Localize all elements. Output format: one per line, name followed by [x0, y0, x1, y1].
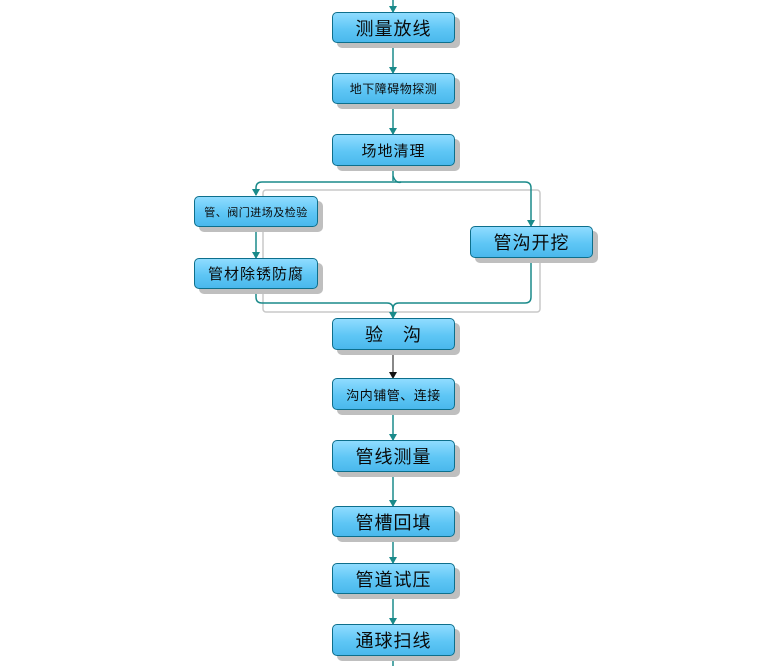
arrow-split-right [393, 181, 535, 227]
step-trench-excavation[interactable]: 管沟开挖 [470, 226, 593, 258]
step-trench-check-label: 验 沟 [365, 325, 422, 346]
step-survey[interactable]: 测量放线 [332, 12, 455, 43]
step-survey-label: 测量放线 [355, 18, 432, 40]
step-underground-detection[interactable]: 地下障碍物探测 [332, 73, 455, 104]
step-material-inspection-label: 管、阀门进场及检验 [204, 205, 308, 219]
step-site-clearing[interactable]: 场地清理 [332, 134, 455, 166]
step-line-measurement-label: 管线测量 [355, 447, 432, 468]
step-pipe-laying-label: 沟内铺管、连接 [346, 388, 441, 404]
step-pigging[interactable]: 通球扫线 [332, 624, 455, 656]
step-pigging-label: 通球扫线 [355, 631, 432, 652]
step-backfill[interactable]: 管槽回填 [332, 506, 455, 537]
step-material-inspection[interactable]: 管、阀门进场及检验 [194, 196, 318, 227]
step-pressure-test-label: 管道试压 [355, 569, 432, 591]
step-line-measurement[interactable]: 管线测量 [332, 440, 455, 472]
step-rust-removal-label: 管材除锈防腐 [207, 265, 304, 283]
step-pressure-test[interactable]: 管道试压 [332, 563, 455, 594]
step-site-clearing-label: 场地清理 [361, 141, 426, 160]
step-underground-detection-label: 地下障碍物探测 [349, 82, 438, 96]
arrow-split-left [252, 181, 393, 196]
step-backfill-label: 管槽回填 [355, 512, 432, 534]
step-pipe-laying[interactable]: 沟内铺管、连接 [332, 378, 455, 410]
step-trench-check[interactable]: 验 沟 [332, 318, 455, 350]
step-rust-removal[interactable]: 管材除锈防腐 [194, 258, 318, 289]
arrow-rust-merge [255, 289, 397, 319]
step-trench-excavation-label: 管沟开挖 [493, 233, 570, 254]
arrow-trench-merge [392, 258, 532, 310]
